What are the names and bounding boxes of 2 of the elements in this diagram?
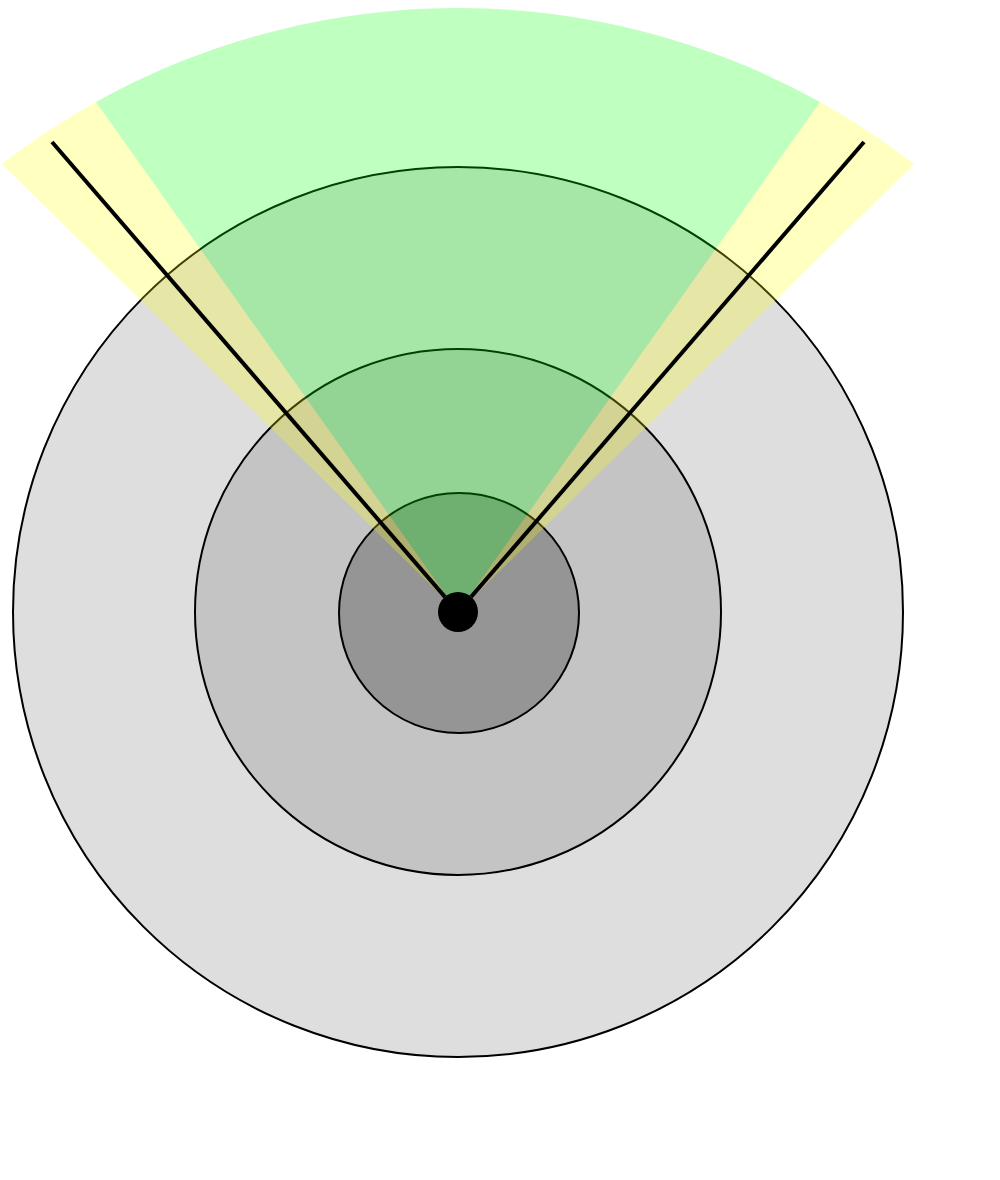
boundary-line [469, 140, 866, 599]
boundary-line [50, 140, 447, 599]
